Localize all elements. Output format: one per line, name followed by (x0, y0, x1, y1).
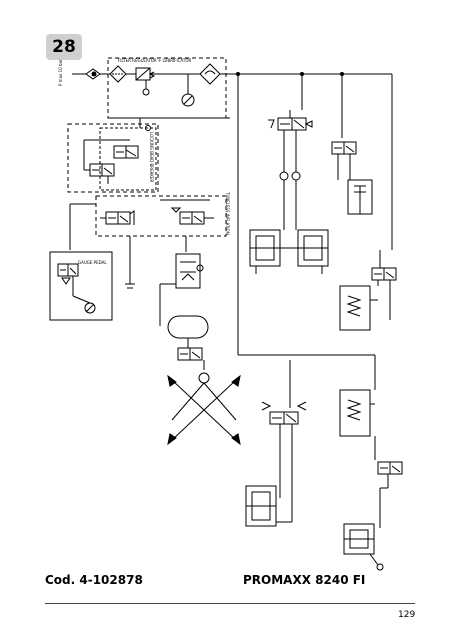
right-column-middle (339, 355, 403, 528)
right-column-lower (343, 523, 384, 571)
lift-control-box: LOCKING BEAD BREAKER (67, 123, 159, 193)
filter-regulator-box: FILTER REGULATOR + LUBRIFICATOR (107, 57, 238, 119)
model-name: PROMAXX 8240 FI (243, 573, 366, 587)
lower-center-group (245, 360, 307, 527)
supply-lines (110, 72, 393, 356)
tubeless-inflation-box: TUBELESS INFLATION (69, 191, 230, 289)
inflation-tank-group (159, 236, 241, 446)
right-column-upper (339, 250, 397, 331)
lift-box-label: LOCKING BEAD BREAKER (149, 132, 154, 182)
product-code: Cod. 4-102878 (45, 573, 143, 587)
svg-text:P max 10 bar: P max 10 bar (58, 59, 63, 86)
gauge-box-label: GAUGE PEDAL (78, 260, 107, 265)
footer-divider (45, 603, 415, 604)
page-badge: 28 (46, 34, 82, 60)
gauge-pedal-box: GAUGE PEDAL (49, 251, 113, 321)
filter-box-label: FILTER REGULATOR + LUBRIFICATOR (118, 58, 191, 63)
page-number: 129 (398, 610, 416, 620)
air-inlet: P max 10 bar (58, 59, 110, 86)
right-upper-valve (331, 141, 373, 215)
center-valve-cylinders (249, 110, 329, 274)
tubeless-label: TUBELESS INFLATION (225, 191, 230, 235)
